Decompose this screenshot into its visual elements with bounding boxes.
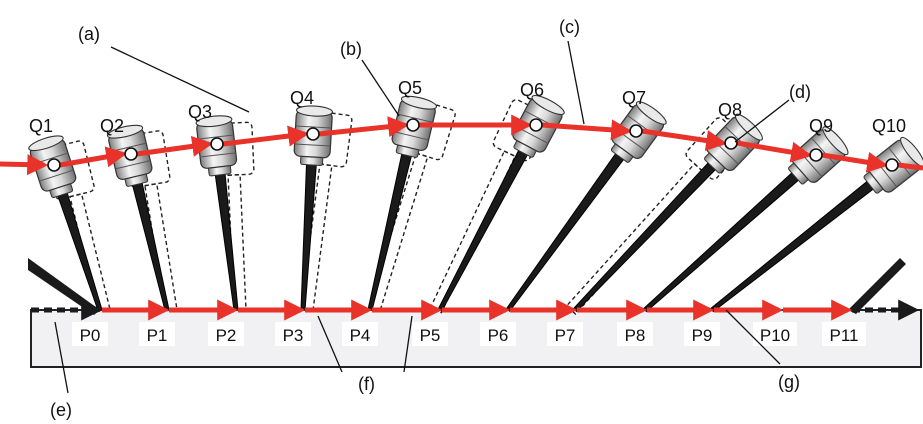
top-arrow-7 bbox=[736, 140, 813, 163]
leader-f1 bbox=[317, 315, 343, 373]
leader-e bbox=[54, 321, 69, 394]
tool-poses bbox=[28, 94, 923, 315]
q-label-3: Q3 bbox=[188, 102, 212, 122]
top-arrow-0 bbox=[59, 146, 128, 168]
leader-g bbox=[725, 309, 781, 365]
p-label-text: P10 bbox=[760, 326, 790, 345]
top-arrow-out bbox=[897, 162, 923, 171]
callout-g: (g) bbox=[778, 372, 800, 392]
p-label-8: P8 bbox=[617, 322, 653, 346]
q-center-marker-4 bbox=[306, 127, 320, 141]
leader-f2 bbox=[403, 315, 413, 373]
leader-b bbox=[361, 59, 400, 117]
top-arrow-6 bbox=[641, 128, 728, 151]
top-arrow-3 bbox=[318, 116, 410, 138]
q-label-4: Q4 bbox=[290, 88, 314, 108]
tool-path-top bbox=[0, 114, 923, 176]
callout-d: (d) bbox=[789, 82, 811, 102]
leader-d bbox=[734, 99, 790, 143]
p-label-4: P4 bbox=[342, 322, 378, 346]
top-arrow-in bbox=[0, 154, 49, 176]
top-arrow-8 bbox=[821, 151, 889, 173]
q-center-marker-9 bbox=[809, 148, 823, 162]
q-label-2: Q2 bbox=[100, 116, 124, 136]
p-label-6: P6 bbox=[480, 322, 516, 346]
p-label-9: P9 bbox=[684, 322, 720, 346]
leader-lines bbox=[54, 40, 790, 394]
top-arrow-1 bbox=[136, 135, 214, 157]
p-label-group: P0 P1 P2 P3 P4 P5 P6 P7 P8 P9 P10 P11 bbox=[72, 322, 866, 346]
top-arrow-5 bbox=[541, 119, 633, 141]
p-label-text: P5 bbox=[420, 326, 441, 345]
p-label-11: P11 bbox=[822, 322, 866, 346]
p-label-3: P3 bbox=[275, 322, 311, 346]
callout-c: (c) bbox=[559, 17, 580, 37]
q-center-marker-5 bbox=[406, 118, 420, 132]
p-label-10: P10 bbox=[753, 322, 797, 346]
q-center-marker-1 bbox=[47, 158, 61, 172]
q-center-marker-10 bbox=[885, 158, 899, 172]
p-label-text: P1 bbox=[147, 326, 168, 345]
p-label-text: P4 bbox=[350, 326, 371, 345]
q-label-6: Q6 bbox=[520, 80, 544, 100]
p-label-text: P0 bbox=[80, 326, 101, 345]
q-label-7: Q7 bbox=[622, 88, 646, 108]
q-label-8: Q8 bbox=[718, 100, 742, 120]
q-label-5: Q5 bbox=[398, 78, 422, 98]
q-center-marker-3 bbox=[210, 137, 224, 151]
p-label-text: P11 bbox=[830, 326, 859, 345]
callout-e: (e) bbox=[50, 400, 72, 420]
callout-a: (a) bbox=[78, 24, 100, 44]
leader-c bbox=[567, 40, 585, 125]
p-label-text: P6 bbox=[488, 326, 509, 345]
p-label-2: P2 bbox=[208, 322, 244, 346]
top-arrow-2 bbox=[222, 125, 310, 147]
p-label-0: P0 bbox=[72, 322, 108, 346]
p-label-text: P2 bbox=[216, 326, 237, 345]
q-center-marker-7 bbox=[629, 124, 643, 138]
callout-f: (f) bbox=[358, 374, 375, 394]
p-label-5: P5 bbox=[412, 322, 448, 346]
q-center-marker-6 bbox=[529, 118, 543, 132]
q-center-marker-8 bbox=[724, 136, 738, 150]
p-label-text: P7 bbox=[555, 326, 576, 345]
p-label-1: P1 bbox=[139, 322, 175, 346]
callout-b: (b) bbox=[340, 39, 362, 59]
q-center-marker-2 bbox=[124, 147, 138, 161]
tool-q6 bbox=[437, 94, 565, 312]
q-label-9: Q9 bbox=[809, 116, 833, 136]
q-label-10: Q10 bbox=[872, 116, 906, 136]
p-label-text: P9 bbox=[692, 326, 713, 345]
tool-stem-right-edge bbox=[848, 258, 906, 314]
leader-a bbox=[110, 46, 250, 113]
q-label-1: Q1 bbox=[29, 116, 53, 136]
p-label-7: P7 bbox=[547, 322, 583, 346]
p-label-text: P8 bbox=[625, 326, 646, 345]
p-label-text: P3 bbox=[283, 326, 304, 345]
